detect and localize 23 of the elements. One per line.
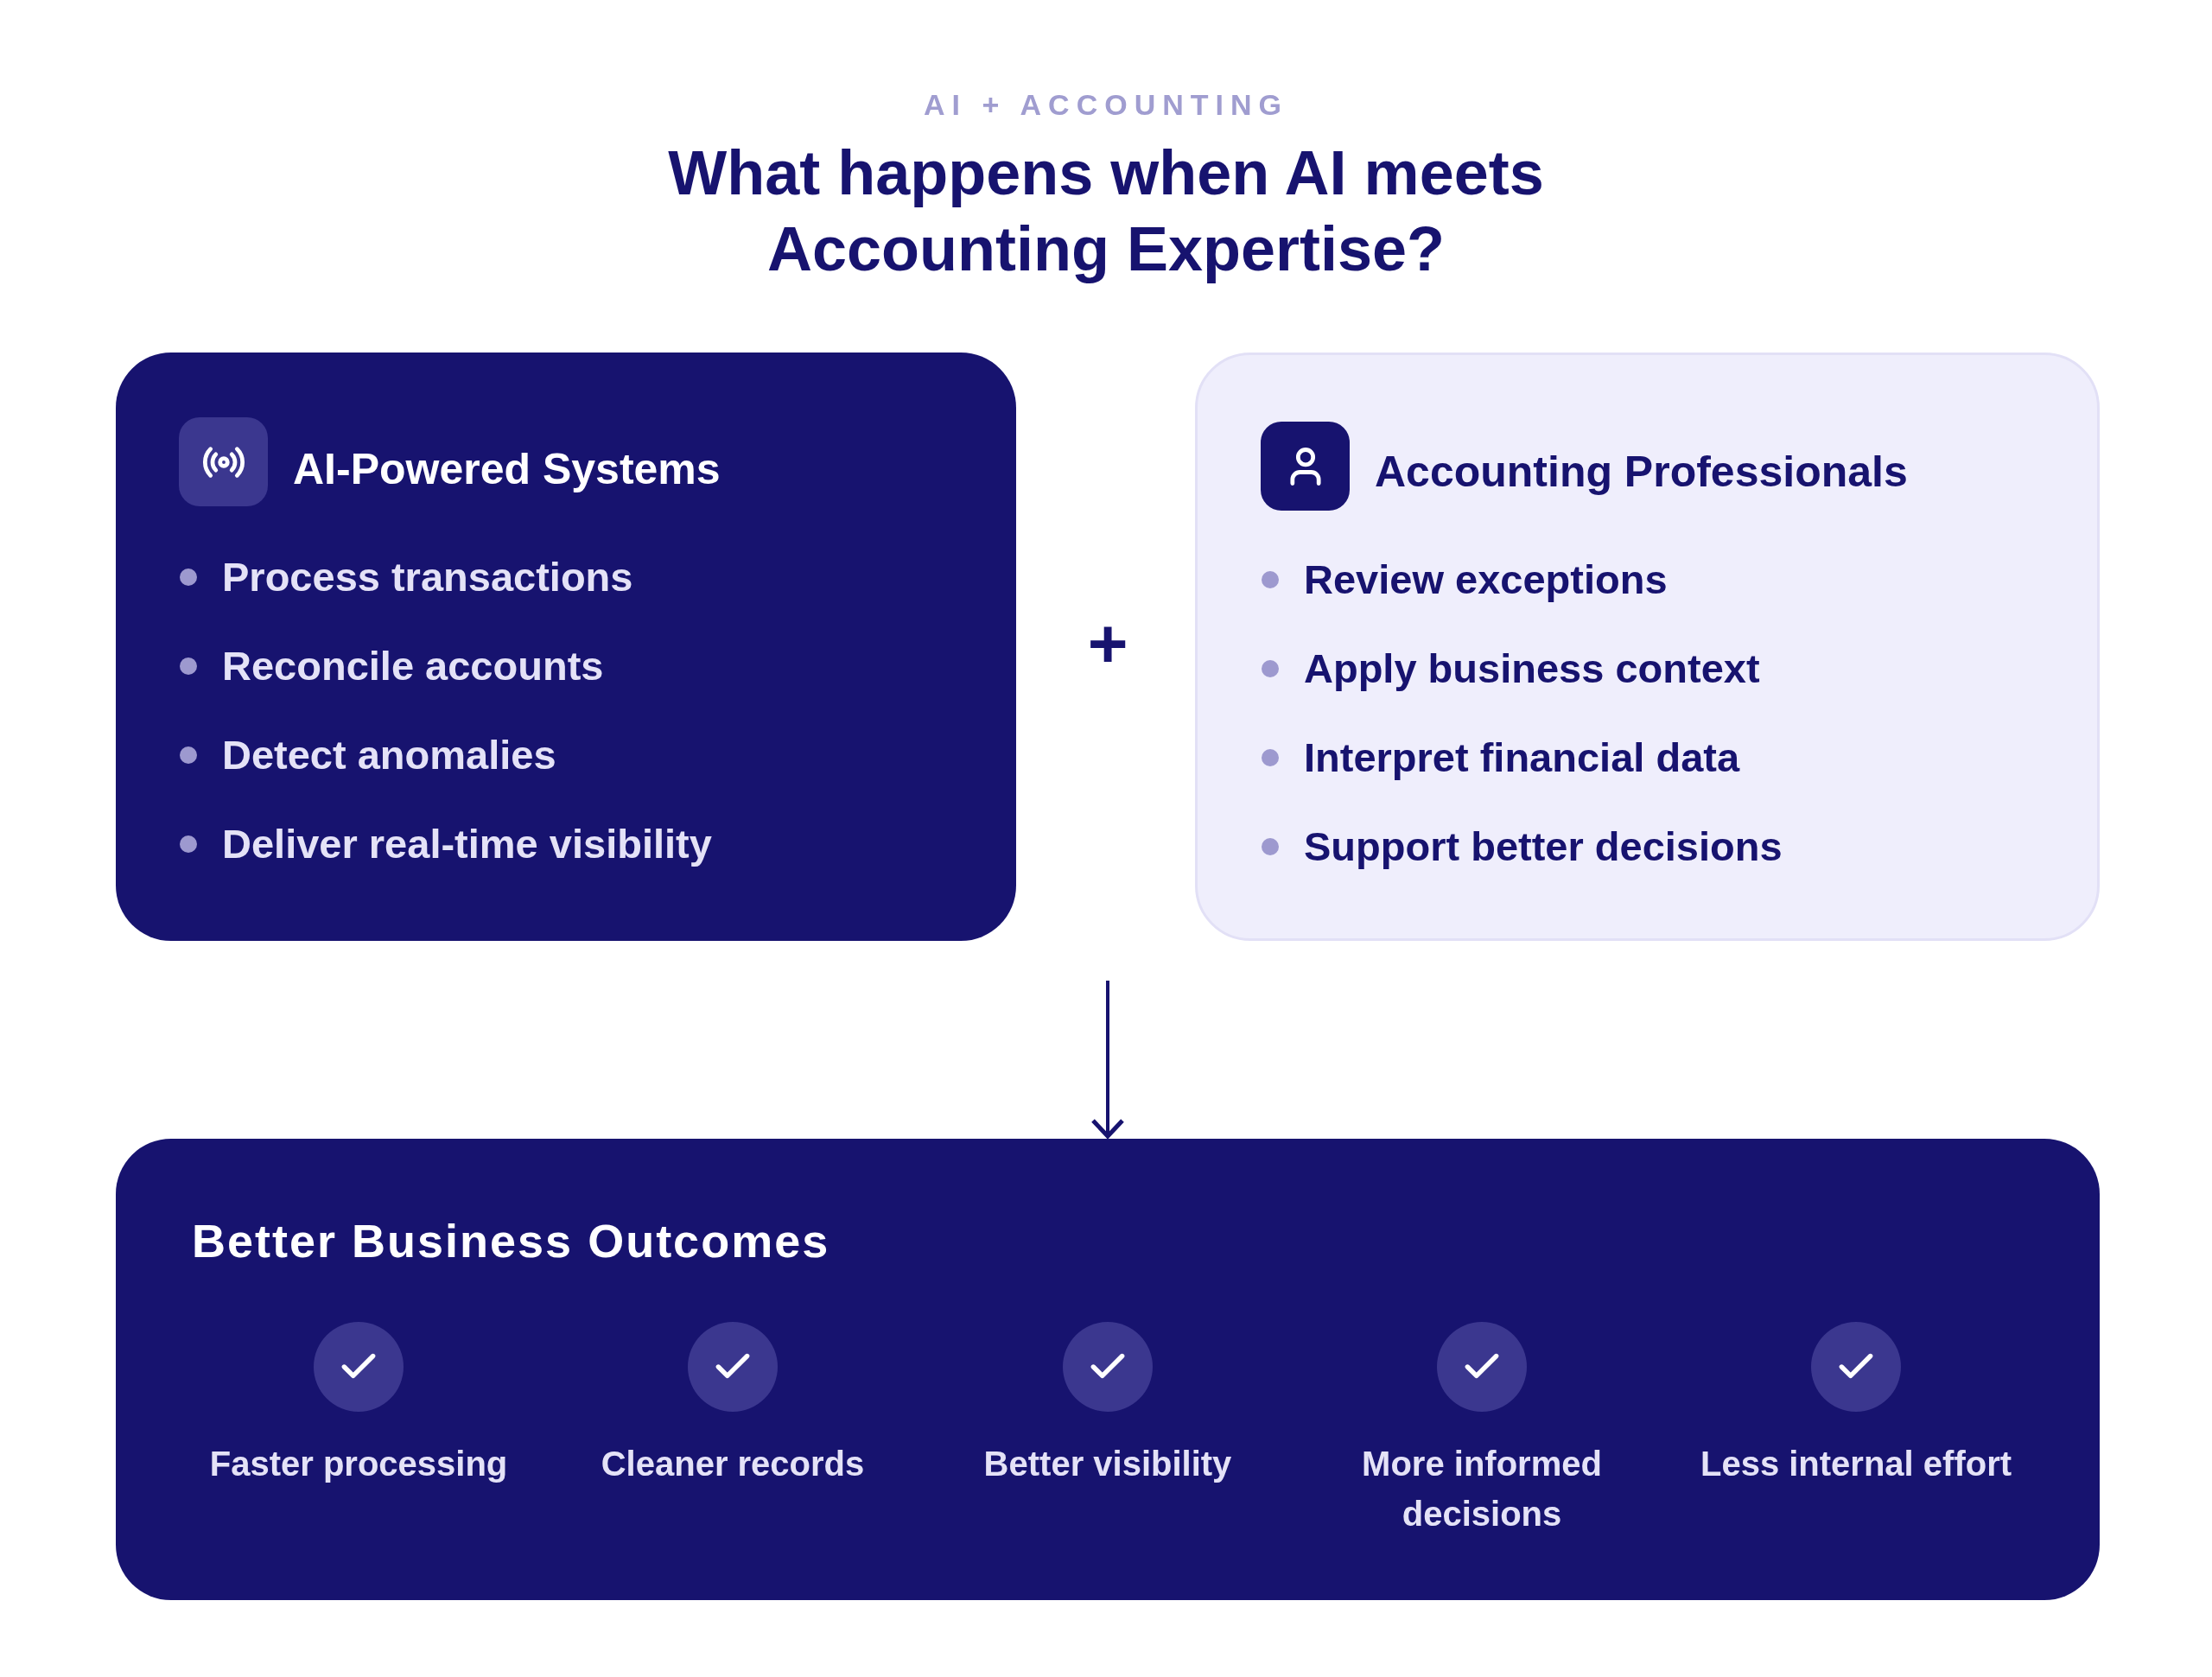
bullet-text: Process transactions xyxy=(222,553,633,601)
outcome-text: Better visibility xyxy=(983,1444,1232,1484)
outcome-text: Cleaner records xyxy=(601,1444,865,1484)
bullet-text: Interpret financial data xyxy=(1304,734,1740,782)
bullet-text: Apply business context xyxy=(1304,645,1760,693)
plus-sign: + xyxy=(1086,605,1129,683)
bullet-text: Reconcile accounts xyxy=(222,642,604,690)
eyebrow-label: AI + ACCOUNTING xyxy=(923,87,1289,123)
systems-card xyxy=(116,353,1016,941)
panel-heading: Better Business Outcomes xyxy=(192,1214,830,1268)
bullet-text: Detect anomalies xyxy=(222,731,556,779)
professionals-card xyxy=(1195,353,2100,941)
outcome-text: Faster processing xyxy=(209,1444,508,1484)
bullet-text: Deliver real-time visibility xyxy=(222,820,712,868)
bullet-text: Support better decisions xyxy=(1304,823,1783,871)
title: What happens when AI meets Accounting Expertise? xyxy=(667,137,1545,285)
outcome-text: Less internal effort xyxy=(1700,1444,2012,1484)
arrow xyxy=(1090,981,1125,1139)
outcomes-panel xyxy=(116,1139,2100,1600)
card-heading: Accounting Professionals xyxy=(1375,447,1908,498)
card-heading: AI-Powered Systems xyxy=(293,444,721,495)
outcome-text: More informed decisions xyxy=(1361,1444,1603,1534)
bullet-text: Review exceptions xyxy=(1304,556,1668,604)
